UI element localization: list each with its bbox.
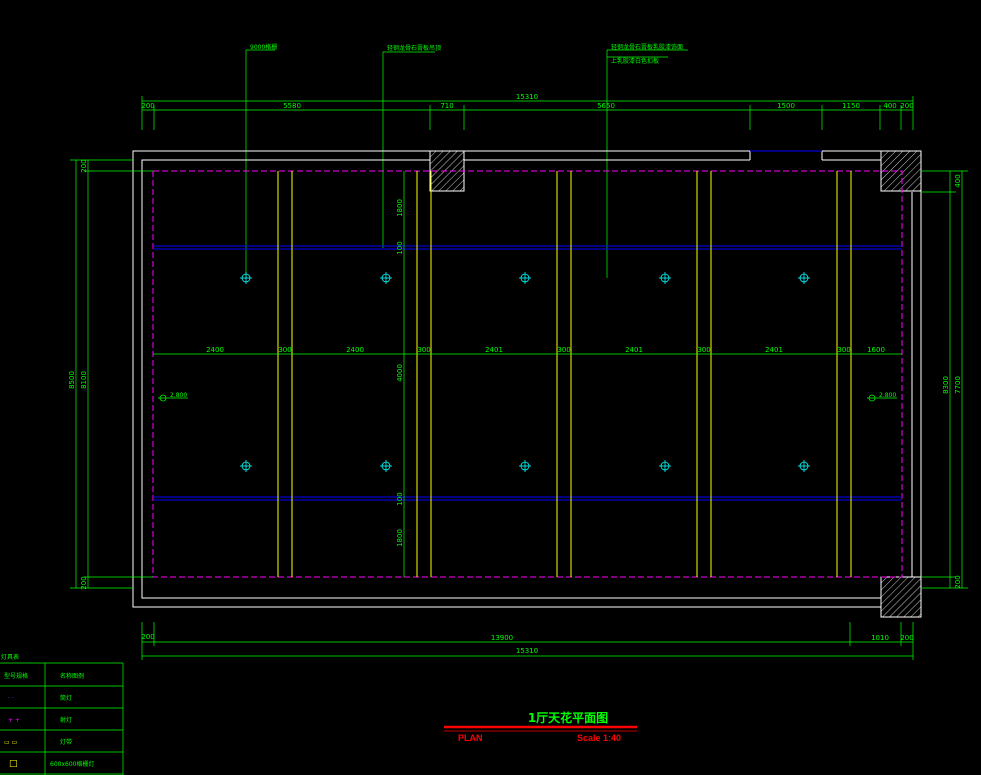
- mid-dim-3: 2400: [346, 346, 364, 354]
- top-dim-6: 1150: [842, 102, 860, 110]
- downlight-icon: [240, 272, 252, 284]
- plan-label: PLAN: [458, 733, 483, 743]
- ceiling-outline: [152, 170, 903, 578]
- top-dim-1: 200: [141, 102, 154, 110]
- mid-dim-8: 300: [697, 346, 710, 354]
- left-dim-top: 200: [80, 159, 88, 172]
- downlight-icon: [519, 460, 531, 472]
- drawing-title: 1厅天花平面图: [528, 710, 608, 725]
- inner-vdim-4: 100: [396, 492, 404, 505]
- note-gypsum: 轻钢龙骨石膏板吊顶: [387, 44, 441, 52]
- top-dim-8: 200: [900, 102, 913, 110]
- inner-vdim-5: 1800: [396, 529, 404, 547]
- mid-dim-4: 300: [417, 346, 430, 354]
- left-dim-inner: 8100: [80, 371, 88, 389]
- note-grille: 9000格栅: [250, 43, 277, 51]
- top-dim-7: 400: [883, 102, 896, 110]
- walls: [132, 150, 922, 608]
- legend-row-1-symbol: 型号规格: [4, 672, 28, 680]
- legend-header: 灯具表: [1, 653, 19, 661]
- downlight-icon: [798, 460, 810, 472]
- top-total-dim: 15310: [516, 93, 538, 101]
- bottom-dimensions: [141, 622, 914, 660]
- legend-row-1-desc: 名称图例: [60, 672, 84, 680]
- legend-row-4-desc: 灯带: [60, 738, 72, 746]
- beams: [153, 245, 902, 501]
- legend-row-5-symbol: □: [9, 759, 18, 769]
- bottom-dim-2: 13900: [491, 634, 513, 642]
- inner-vdim-2: 100: [396, 241, 404, 254]
- legend-row-5-desc: 600x600格栅灯: [50, 760, 94, 768]
- right-dim-inner: 8300: [942, 376, 950, 394]
- legend-table: [0, 662, 124, 775]
- inner-vdim-3: 4000: [396, 364, 404, 382]
- legend-row-4-symbol: ▭ ▭: [4, 739, 17, 746]
- mid-dim-9: 2401: [765, 346, 783, 354]
- legend-row-2-desc: 筒灯: [60, 694, 72, 702]
- light-strips: [277, 171, 852, 577]
- top-dim-3: 710: [440, 102, 453, 110]
- downlight-icon: [240, 460, 252, 472]
- mid-dim-1: 2400: [206, 346, 224, 354]
- leader-lines: [245, 49, 688, 278]
- mid-dim-10: 300: [837, 346, 850, 354]
- top-dim-5: 1500: [777, 102, 795, 110]
- inner-vdim-1: 1800: [396, 199, 404, 217]
- legend-row-3-desc: 射灯: [60, 716, 72, 724]
- elevation-mark-right: 2.800: [867, 392, 897, 402]
- left-dim-bottom: 200: [80, 576, 88, 589]
- bottom-total-dim: 15310: [516, 647, 538, 655]
- top-dim-2: 5580: [283, 102, 301, 110]
- downlight-icon: [519, 272, 531, 284]
- right-dim-outer: 7700: [954, 376, 962, 394]
- scale-label: Scale 1:40: [577, 733, 621, 743]
- mid-dim-7: 2401: [625, 346, 643, 354]
- left-dimensions: [70, 159, 153, 589]
- elevation-mark-left: 2.800: [158, 392, 188, 402]
- downlight-icon: [798, 272, 810, 284]
- note-white-panel: 上乳胶漆白色扣板: [611, 57, 659, 65]
- legend-row-3-symbol: + +: [8, 717, 20, 724]
- bottom-dim-3: 1010: [871, 634, 889, 642]
- legend-row-2-symbol: · ·: [8, 695, 14, 702]
- elevation-right: 2.800: [879, 392, 896, 399]
- downlight-icon: [659, 460, 671, 472]
- mid-dim-6: 300: [557, 346, 570, 354]
- top-dim-4: 5650: [597, 102, 615, 110]
- mid-dim-11: 1600: [867, 346, 885, 354]
- downlight-icon: [380, 460, 392, 472]
- column-bottom-right: [880, 576, 922, 618]
- note-gypsum-paint: 轻钢龙骨石膏板乳胶漆饰面: [611, 43, 683, 51]
- mid-dim-2: 300: [278, 346, 291, 354]
- downlight-icon: [380, 272, 392, 284]
- downlights: [240, 272, 810, 472]
- right-dimensions: [921, 170, 968, 589]
- mid-dim-5: 2401: [485, 346, 503, 354]
- elevation-left: 2.800: [170, 392, 187, 399]
- bottom-dim-1: 200: [141, 633, 154, 641]
- right-dim-top: 400: [954, 174, 962, 187]
- bottom-dim-4: 200: [900, 634, 913, 642]
- left-dim-outer: 8500: [68, 371, 76, 389]
- top-dimensions: [141, 96, 914, 130]
- downlight-icon: [659, 272, 671, 284]
- right-dim-bottom: 200: [954, 575, 962, 588]
